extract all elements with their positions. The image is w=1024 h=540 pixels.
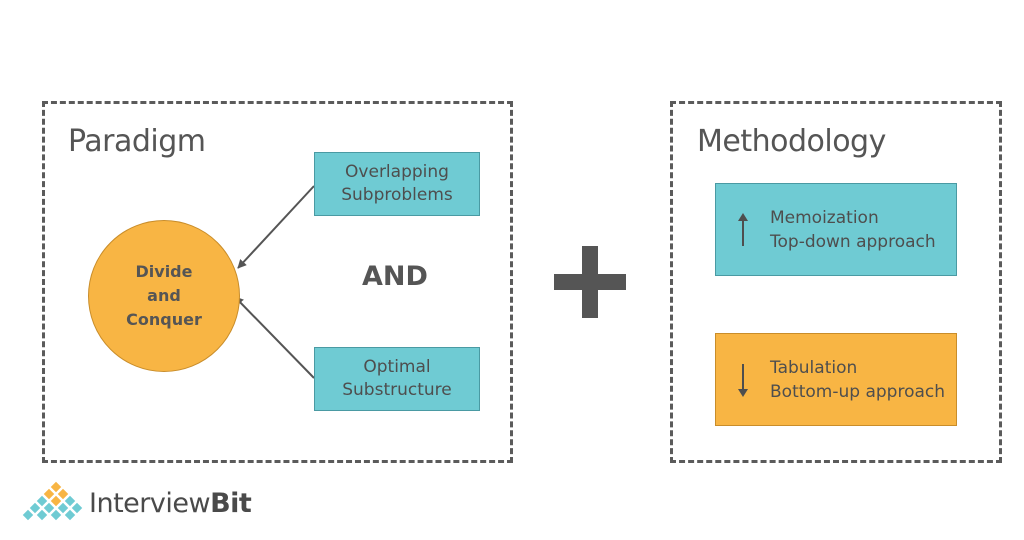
and-label: AND (362, 261, 428, 292)
logo-text: InterviewBit (89, 487, 252, 519)
tab-line-1: Tabulation (770, 357, 858, 378)
memoization-box: Memoization Top-down approach (715, 183, 957, 276)
overlapping-subproblems-box: Overlapping Subproblems (314, 152, 480, 216)
plus-icon (554, 246, 626, 318)
logo-text-light: Interview (89, 487, 211, 519)
arrow-up-icon (716, 183, 770, 276)
circle-line-3: Conquer (126, 310, 202, 329)
overlap-line-1: Overlapping (345, 162, 449, 182)
circle-line-2: and (147, 286, 181, 305)
memo-line-1: Memoization (770, 207, 879, 228)
divide-and-conquer-circle: Divide and Conquer (88, 220, 240, 372)
paradigm-panel: Paradigm (42, 101, 513, 463)
circle-line-1: Divide (135, 262, 193, 281)
optimal-substructure-box: Optimal Substructure (314, 347, 480, 411)
arrow-down-icon (716, 333, 770, 426)
paradigm-title: Paradigm (68, 124, 206, 159)
logo-diamond-icon (21, 481, 84, 522)
methodology-title: Methodology (697, 124, 886, 159)
interviewbit-logo: InterviewBit (18, 481, 252, 525)
tab-line-2: Bottom-up approach (770, 381, 946, 402)
memo-line-2: Top-down approach (770, 231, 936, 252)
methodology-panel: Methodology (670, 101, 1002, 463)
optimal-line-1: Optimal (363, 357, 431, 377)
overlap-line-2: Subproblems (341, 185, 453, 205)
optimal-line-2: Substructure (342, 380, 452, 400)
logo-text-bold: Bit (210, 487, 252, 519)
tabulation-box: Tabulation Bottom-up approach (715, 333, 957, 426)
